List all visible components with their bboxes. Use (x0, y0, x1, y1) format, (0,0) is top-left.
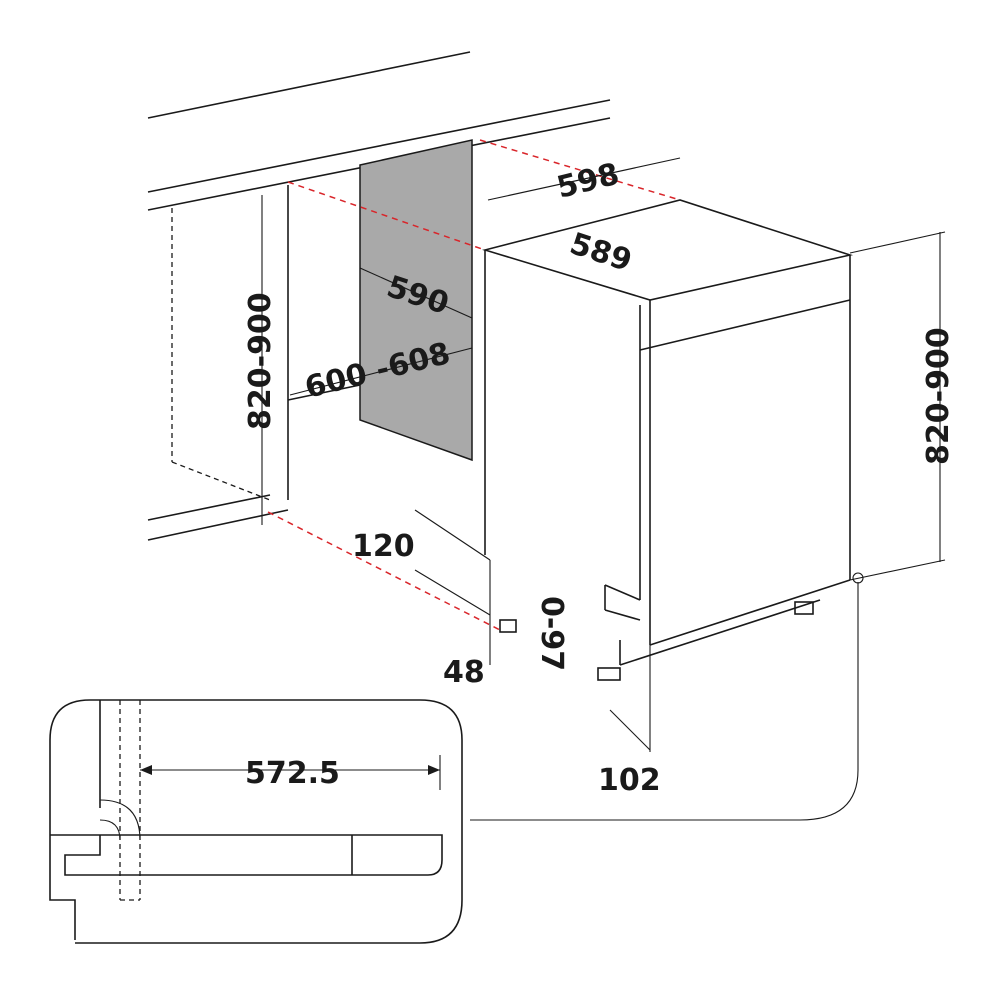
dim-120: 120 (352, 529, 415, 564)
dim-niche-height: 820-900 (243, 292, 278, 430)
dimension-lines (261, 157, 946, 821)
dim-0-97: 0-97 (534, 596, 569, 671)
dim-572-5: 572.5 (245, 756, 340, 791)
dim-598: 598 (553, 157, 622, 206)
dishwasher-body (482, 199, 854, 681)
side-panel (359, 139, 473, 462)
detail-inset (49, 699, 463, 944)
guide-lines (267, 139, 681, 631)
dim-appliance-height: 820-900 (921, 327, 956, 465)
dim-102: 102 (598, 763, 661, 798)
cabinet-niche (147, 185, 361, 541)
dim-589: 589 (566, 226, 636, 279)
dim-48: 48 (443, 655, 485, 690)
